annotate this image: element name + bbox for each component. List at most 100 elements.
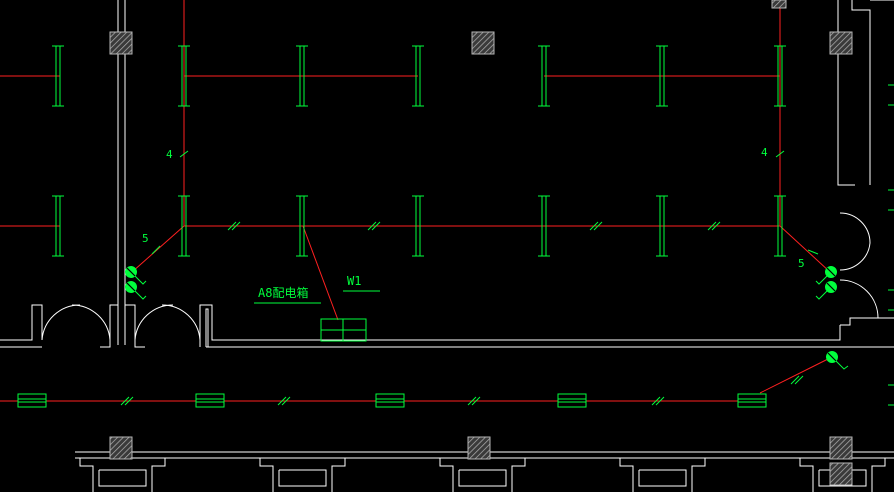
wire-tick <box>227 221 237 231</box>
double-tube-fixture-icon <box>412 45 424 107</box>
wire-tick <box>651 396 661 406</box>
facade-unit <box>691 458 706 492</box>
switch-icon[interactable] <box>815 266 837 300</box>
double-tube-fixture-icon <box>888 289 894 311</box>
wire-tick <box>471 396 481 406</box>
facade-unit <box>511 458 526 492</box>
double-tube-fixture-icon <box>178 195 190 257</box>
door-swing-right-bottom <box>839 279 879 319</box>
wall-post <box>205 308 209 347</box>
switch-icon[interactable] <box>125 266 147 300</box>
wire-bottom-to-switch <box>759 357 831 394</box>
wire-to-switch-right <box>779 225 831 273</box>
facade-unit <box>98 469 147 487</box>
wire-tick <box>151 245 161 255</box>
double-tube-fixture-icon <box>538 195 550 257</box>
hatched-column-icon <box>109 436 133 460</box>
distribution-panel[interactable] <box>254 290 380 342</box>
double-tube-fixture-icon <box>737 393 767 408</box>
double-tube-fixture-icon <box>375 393 405 408</box>
double-tube-fixture-icon <box>296 195 308 257</box>
hatched-column-icon <box>829 462 853 486</box>
double-tube-fixture-icon <box>888 189 894 211</box>
door-swing-right2 <box>161 304 201 341</box>
double-tube-fixture-icon <box>195 393 225 408</box>
door-swing-right-upper <box>839 212 871 244</box>
wall-door-jamb-right <box>125 304 145 348</box>
wall-right-inner <box>837 0 855 186</box>
hatched-column-icon <box>771 0 787 9</box>
facade-unit <box>151 458 166 492</box>
wire-tick <box>711 221 721 231</box>
hatched-column-icon <box>109 31 133 55</box>
wall-main-bottom <box>199 304 841 347</box>
double-tube-fixture-icon <box>656 195 668 257</box>
facade-unit <box>799 458 814 492</box>
facade-unit <box>638 469 687 487</box>
wire-tick <box>120 396 130 406</box>
facade-unit <box>79 458 94 492</box>
switch-count-left: 5 <box>142 232 149 245</box>
wire-tick <box>277 396 287 406</box>
wire-tick <box>775 150 785 158</box>
wire-tick <box>707 221 717 231</box>
wire-to-panel <box>302 225 339 321</box>
circuit-count-left: 4 <box>166 148 173 161</box>
double-tube-fixture-icon <box>412 195 424 257</box>
facade-unit <box>278 469 327 487</box>
double-tube-fixture-icon <box>296 45 308 107</box>
double-tube-fixture-icon <box>774 45 786 107</box>
door-swing-left <box>41 304 81 341</box>
wire-tick <box>281 396 291 406</box>
wire-tick <box>124 396 134 406</box>
circuit-label: W1 <box>347 274 361 288</box>
panel-label: A8配电箱 <box>258 285 308 300</box>
hatched-column-icon <box>471 31 495 55</box>
facade-unit <box>619 458 634 492</box>
wall-right-bottom <box>840 317 894 326</box>
hatched-column-icon <box>829 436 853 460</box>
wire-tick <box>179 150 189 158</box>
double-tube-fixture-icon <box>656 45 668 107</box>
wire-tick <box>231 221 241 231</box>
double-tube-fixture-icon <box>52 195 64 257</box>
door-swing-left2 <box>71 304 111 341</box>
wire-tick <box>367 221 377 231</box>
wall-right-outer <box>851 0 871 185</box>
wire-to-switch-left <box>131 225 185 273</box>
walls <box>0 0 894 348</box>
double-tube-fixture-icon <box>888 384 894 406</box>
wire-tick <box>467 396 477 406</box>
facade-unit <box>331 458 346 492</box>
facade-unit <box>871 458 886 492</box>
double-tube-fixture-icon <box>17 393 47 408</box>
wire-tick <box>655 396 665 406</box>
wire-ticks <box>120 150 819 406</box>
double-tube-fixture-icon <box>774 195 786 257</box>
switches <box>125 266 849 370</box>
facade-unit <box>259 458 274 492</box>
facade-unit <box>458 469 507 487</box>
wire-tick <box>589 221 599 231</box>
circuit-count-right: 4 <box>761 146 768 159</box>
facade-unit <box>439 458 454 492</box>
door-swing-right <box>134 304 174 341</box>
wire-tick <box>794 375 804 385</box>
wire-tick <box>371 221 381 231</box>
wall-bottom-left-seg <box>0 304 43 341</box>
switch-count-right: 5 <box>798 257 805 270</box>
wire-tick <box>790 375 800 385</box>
hatched-column-icon <box>829 31 853 55</box>
wire-tick <box>593 221 603 231</box>
fixtures <box>17 45 894 408</box>
double-tube-fixture-icon <box>557 393 587 408</box>
wire-tick <box>807 249 819 255</box>
switch-icon[interactable] <box>826 351 849 370</box>
door-swing-right-lower <box>839 242 871 271</box>
double-tube-fixture-icon <box>888 84 894 106</box>
double-tube-fixture-icon <box>52 45 64 107</box>
double-tube-fixture-icon <box>178 45 190 107</box>
columns <box>109 0 853 486</box>
hatched-column-icon <box>467 436 491 460</box>
